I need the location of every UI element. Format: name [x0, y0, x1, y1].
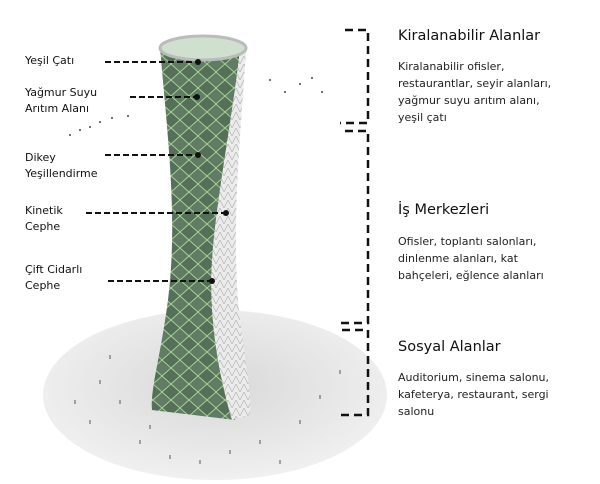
kinetic-facade [211, 50, 251, 420]
zone-title-business: İş Merkezleri [398, 202, 490, 218]
label-text: Arıtım Alanı [25, 102, 90, 115]
label-text: Cephe [25, 279, 61, 292]
desc-line: Ofisler, toplantı salonları, [398, 235, 537, 248]
desc-line: yeşil çatı [398, 111, 447, 124]
zone-desc-rentable: Kiralanabilir ofisler, restaurantlar, se… [398, 58, 598, 126]
label-text: Yağmur Suyu [25, 86, 98, 99]
desc-line: bahçeleri, eğlence alanları [398, 269, 544, 282]
zone-title-social: Sosyal Alanlar [398, 339, 501, 355]
label-text: Kinetik [25, 204, 63, 217]
label-text: Yeşillendirme [25, 167, 98, 180]
label-text: Yeşil Çatı [25, 54, 75, 67]
desc-line: restaurantlar, seyir alanları, [398, 77, 552, 90]
leader-dots [194, 59, 229, 284]
green-roof [158, 34, 248, 62]
zone-desc-business: Ofisler, toplantı salonları, dinlenme al… [398, 233, 598, 284]
label-green-roof: Yeşil Çatı [25, 53, 74, 69]
zone-desc-social: Auditorium, sinema salonu, kafeterya, re… [398, 369, 598, 420]
label-text: Çift Cidarlı [25, 263, 83, 276]
desc-line: dinlenme alanları, kat [398, 252, 518, 265]
label-text: Dikey [25, 151, 56, 164]
desc-line: Kiralanabilir ofisler, [398, 60, 505, 73]
zone-brackets [340, 28, 370, 417]
desc-line: yağmur suyu arıtım alanı, [398, 94, 540, 107]
desc-line: salonu [398, 405, 435, 418]
people-dots [74, 355, 341, 464]
desc-line: kafeterya, restaurant, sergi [398, 388, 549, 401]
leader-lines [86, 61, 226, 282]
label-text: Cephe [25, 220, 61, 233]
desc-line: Auditorium, sinema salonu, [398, 371, 550, 384]
zone-title-rentable: Kiralanabilir Alanlar [398, 28, 541, 44]
bird-flock [69, 77, 323, 136]
